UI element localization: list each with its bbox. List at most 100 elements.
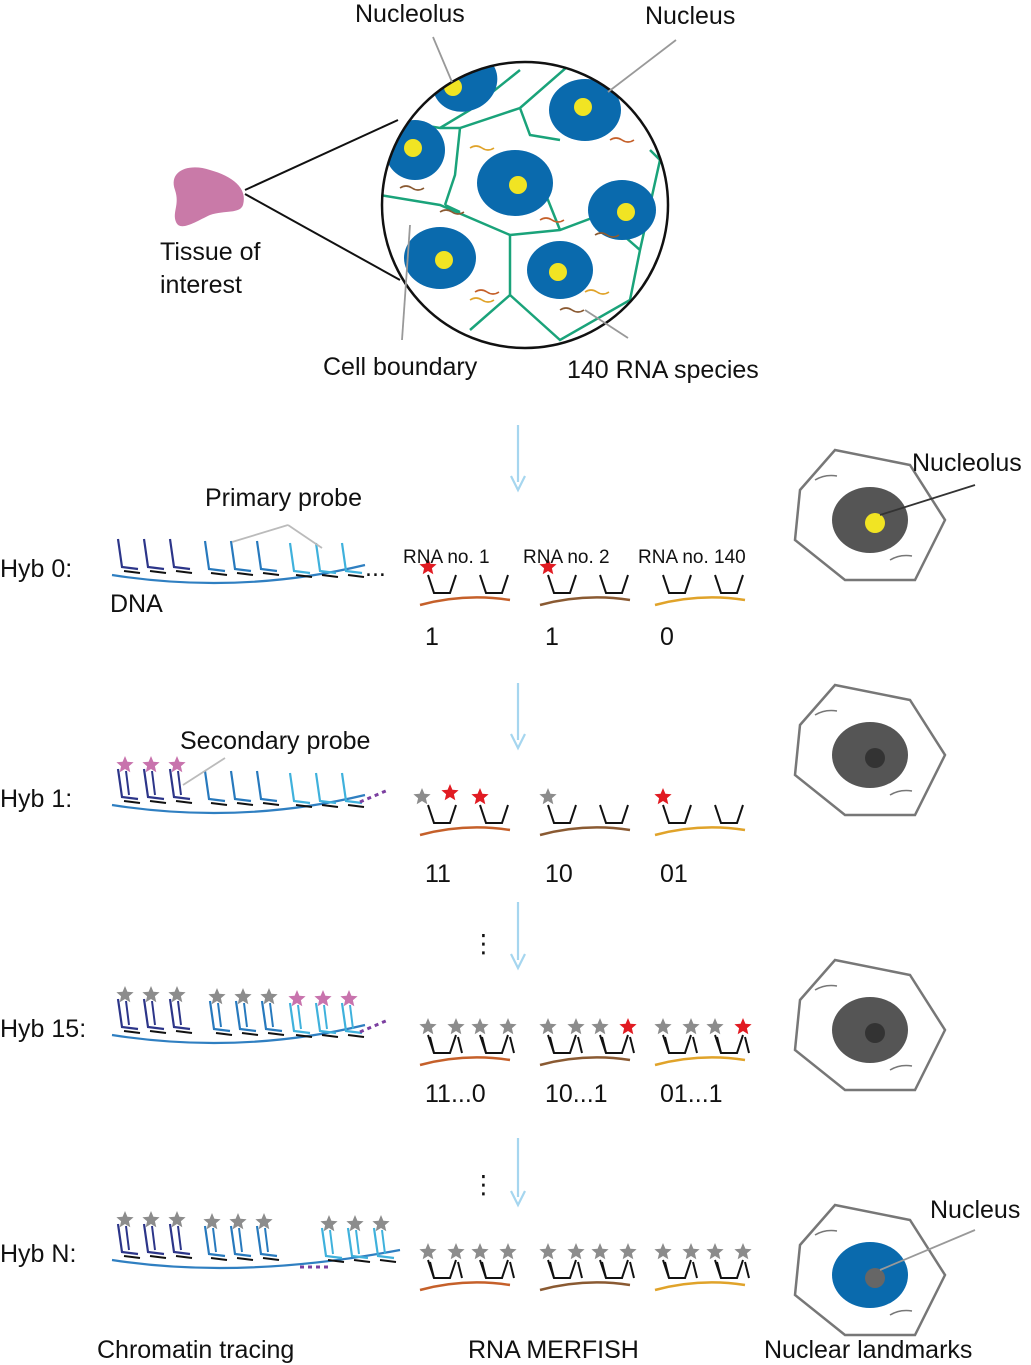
probe-readout xyxy=(262,572,280,576)
primary-probe xyxy=(142,998,165,1031)
primary-probe xyxy=(340,542,363,575)
primary-probe xyxy=(314,1002,337,1035)
probe-star xyxy=(142,756,160,773)
probe-readout xyxy=(321,1034,339,1038)
rna-secondary-probe xyxy=(744,1036,750,1054)
nucleolus-right-leader xyxy=(879,484,976,516)
rna-star xyxy=(682,1243,700,1260)
rna-molecule xyxy=(539,596,631,607)
rna-star xyxy=(471,788,489,805)
rna-secondary-probe xyxy=(629,1036,635,1054)
probe-star xyxy=(208,988,226,1005)
primary-probe xyxy=(320,1227,343,1260)
landmark-nucleolus xyxy=(865,748,885,768)
rna-star xyxy=(499,1018,517,1035)
probe-star xyxy=(234,988,252,1005)
rna-star xyxy=(539,1243,557,1260)
rna-name-2: RNA no. 2 xyxy=(523,547,610,568)
rna-star xyxy=(499,1243,517,1260)
landmark-rna xyxy=(889,1309,913,1316)
rna-probe xyxy=(662,804,692,824)
rna-molecule xyxy=(654,1281,746,1292)
probe-star xyxy=(116,756,134,773)
barcode-2: 01 xyxy=(660,860,688,888)
landmark-rna xyxy=(889,554,913,561)
barcode-1: 10...1 xyxy=(545,1080,608,1108)
column-chromatin-tracing: Chromatin tracing xyxy=(97,1336,294,1364)
rna-molecule xyxy=(654,1056,746,1067)
rna-star xyxy=(734,1243,752,1260)
probe-star xyxy=(142,986,160,1003)
barcode-0: 1 xyxy=(425,623,439,651)
rna-star xyxy=(654,1243,672,1260)
landmark-rna xyxy=(889,1064,913,1071)
probe-star xyxy=(314,990,332,1007)
barcode-1: 1 xyxy=(545,623,559,651)
flow-arrow-head xyxy=(510,475,526,493)
rna-star xyxy=(619,1243,637,1260)
primary-probe xyxy=(168,768,191,801)
rna-secondary-probe xyxy=(509,1036,515,1054)
probe-readout xyxy=(123,800,141,804)
rna-secondary-probe xyxy=(716,1036,722,1054)
primary-probe xyxy=(288,772,311,805)
hyb-label: Hyb N: xyxy=(0,1240,76,1268)
probe-star xyxy=(255,1213,273,1230)
rna-star xyxy=(706,1018,724,1035)
probe-readout xyxy=(210,802,228,806)
primary-probe xyxy=(168,1223,191,1256)
dna-continuation xyxy=(359,1018,389,1034)
rna-probe xyxy=(479,804,509,824)
rna-secondary-probe xyxy=(577,1261,583,1279)
column-nuclear-landmarks: Nuclear landmarks xyxy=(764,1336,972,1364)
probe-readout xyxy=(123,1255,141,1259)
primary-probe xyxy=(255,770,278,803)
flow-arrow-head xyxy=(510,953,526,971)
probe-star xyxy=(168,1211,186,1228)
hyb-label: Hyb 1: xyxy=(0,785,72,813)
flow-arrow-head xyxy=(510,733,526,751)
primary-probe xyxy=(116,998,139,1031)
rna-secondary-probe xyxy=(664,1036,670,1054)
secondary-probe xyxy=(238,1227,243,1253)
probe-readout xyxy=(347,804,365,808)
primary-probe-label: Primary probe xyxy=(205,484,362,512)
rna-molecule xyxy=(539,1281,631,1292)
rna-star xyxy=(447,1243,465,1260)
rna-star xyxy=(734,1018,752,1035)
primary-probe xyxy=(142,1223,165,1256)
probe-readout xyxy=(215,1032,233,1036)
rna-probe xyxy=(599,574,629,594)
probe-readout xyxy=(149,570,167,574)
vertical-ellipsis-1: ⋮ xyxy=(471,930,496,958)
landmark-nucleolus xyxy=(865,513,885,533)
rna-star xyxy=(471,1018,489,1035)
cell-field xyxy=(382,62,662,342)
secondary-probe xyxy=(177,770,182,796)
primary-probe xyxy=(116,1223,139,1256)
rna-star xyxy=(654,788,672,805)
probe-star xyxy=(168,986,186,1003)
rna-star xyxy=(441,784,459,801)
zoom-circle xyxy=(380,60,670,350)
tissue-blob xyxy=(173,167,244,227)
dna-continuation: ... xyxy=(365,554,386,582)
rna-secondary-probe xyxy=(429,1261,435,1279)
secondary-probe xyxy=(151,1225,156,1251)
zoom-line-bottom xyxy=(244,193,401,281)
primary-probe xyxy=(229,1225,252,1258)
landmark-rna xyxy=(814,474,838,481)
secondary-probe xyxy=(355,1229,360,1255)
probe-readout xyxy=(295,574,313,578)
nucleus-right-leader xyxy=(879,1229,976,1271)
probe-readout xyxy=(236,802,254,806)
rna-name-140: RNA no. 140 xyxy=(638,547,746,568)
primary-probe xyxy=(255,1225,278,1258)
primary-probe xyxy=(208,1000,231,1033)
nucleolus-right-label: Nucleolus xyxy=(912,449,1022,477)
primary-probe xyxy=(229,540,252,573)
probe-readout xyxy=(210,572,228,576)
primary-probe xyxy=(142,768,165,801)
